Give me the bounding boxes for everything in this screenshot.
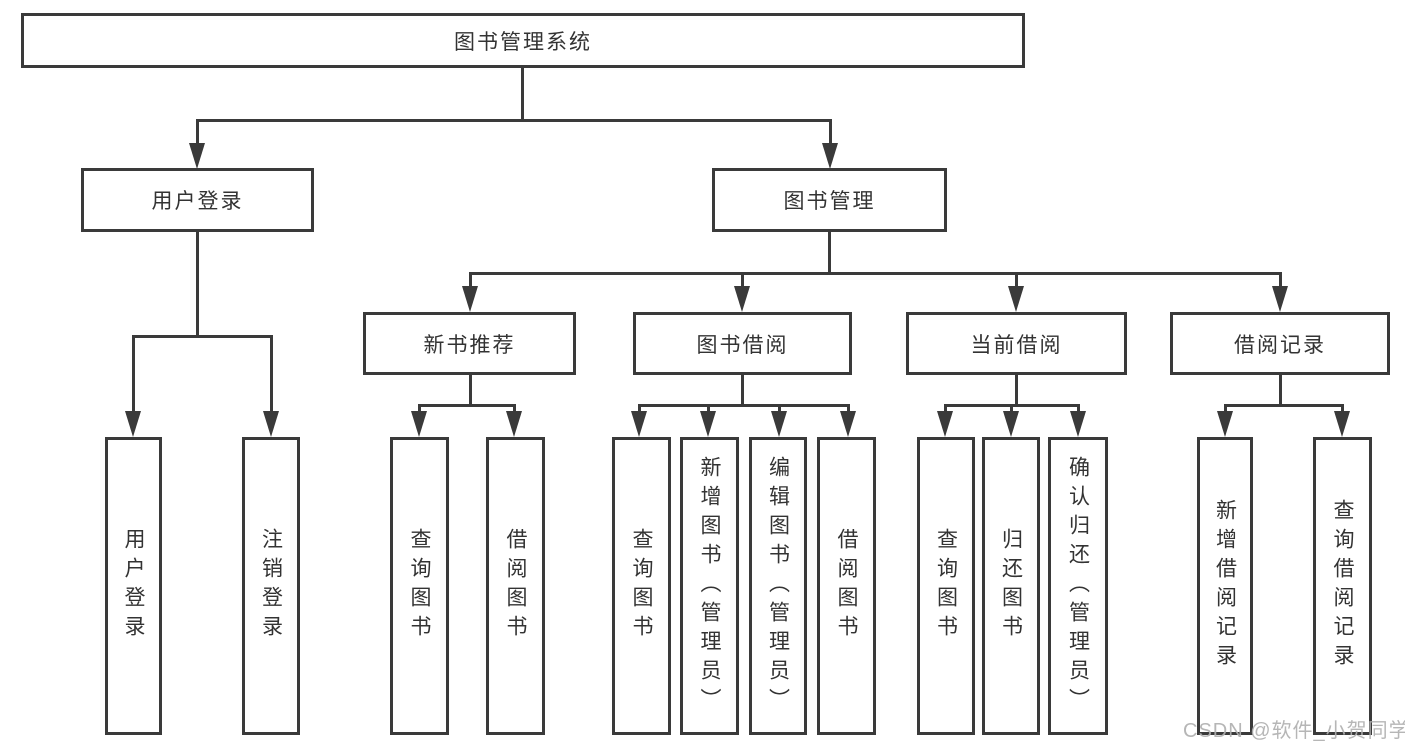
- connector-to-borrow-records: [1279, 272, 1282, 287]
- connector-to-user-login: [196, 119, 199, 146]
- arrow-down-borrow-records: [1272, 286, 1288, 312]
- arrow-down-user-login: [189, 143, 205, 169]
- connector-to-leaf-logout: [270, 335, 273, 412]
- connector-to-current-borrow: [1015, 272, 1018, 287]
- leaf-label: 新增借阅记录: [1213, 499, 1237, 673]
- arrow-down-leaf: [1070, 411, 1086, 437]
- connector-user-login-hbar: [132, 335, 273, 338]
- connector-book-management-hbar: [469, 272, 1282, 275]
- arrow-down-leaf: [700, 411, 716, 437]
- leaf-confirm-return-admin: 确认归还（管理员）: [1048, 437, 1108, 735]
- leaf-logout: 注销登录: [242, 437, 300, 735]
- arrow-down-current-borrow: [1008, 286, 1024, 312]
- leaf-query-borrow-record: 查询借阅记录: [1313, 437, 1372, 735]
- connector-to-leaf: [1224, 404, 1227, 412]
- leaf-label: 查询图书: [934, 528, 958, 644]
- node-book-management: 图书管理: [712, 168, 947, 232]
- connector-to-leaf: [847, 404, 850, 412]
- node-label: 借阅记录: [1234, 333, 1326, 357]
- connector-to-leaf: [418, 404, 421, 412]
- leaf-add-book-admin: 新增图书（管理员）: [680, 437, 739, 735]
- leaf-label: 确认归还（管理员）: [1066, 455, 1090, 717]
- connector-to-leaf: [638, 404, 641, 412]
- node-new-book-recommend: 新书推荐: [363, 312, 576, 375]
- arrow-down-leaf-user-login: [125, 411, 141, 437]
- leaf-edit-book-admin: 编辑图书（管理员）: [749, 437, 807, 735]
- connector-new-book-recommend-stem: [469, 373, 472, 405]
- connector-book-borrow-stem: [741, 373, 744, 405]
- node-book-borrow: 图书借阅: [633, 312, 852, 375]
- node-label: 用户登录: [151, 190, 244, 213]
- leaf-add-borrow-record: 新增借阅记录: [1197, 437, 1253, 735]
- connector-to-leaf: [1077, 404, 1080, 412]
- arrow-down-leaf: [1003, 411, 1019, 437]
- arrow-down-leaf: [771, 411, 787, 437]
- arrow-down-leaf: [937, 411, 953, 437]
- connector-to-leaf: [944, 404, 947, 412]
- arrow-down-leaf-logout: [263, 411, 279, 437]
- arrow-down-book-borrow: [734, 286, 750, 312]
- arrow-down-book-management: [822, 143, 838, 169]
- arrow-down-leaf: [1334, 411, 1350, 437]
- root-node-label: 图书管理系统: [454, 30, 592, 54]
- connector-to-book-borrow: [741, 272, 744, 287]
- leaf-borrow-books-recommend: 借阅图书: [486, 437, 545, 735]
- node-borrow-records: 借阅记录: [1170, 312, 1390, 375]
- connector-to-leaf: [1341, 404, 1344, 412]
- arrow-down-leaf: [840, 411, 856, 437]
- leaf-borrow-books: 借阅图书: [817, 437, 876, 735]
- connector-root-stem: [521, 66, 524, 120]
- arrow-down-leaf: [631, 411, 647, 437]
- node-label: 图书借阅: [696, 333, 789, 357]
- connector-to-leaf: [1010, 404, 1013, 412]
- arrow-down-leaf: [1217, 411, 1233, 437]
- leaf-label: 新增图书（管理员）: [698, 455, 721, 717]
- leaf-query-books-current: 查询图书: [917, 437, 975, 735]
- connector-to-leaf: [707, 404, 710, 412]
- connector-to-leaf: [513, 404, 516, 412]
- connector-borrow-records-stem: [1279, 373, 1282, 405]
- node-user-login: 用户登录: [81, 168, 314, 232]
- connector-user-login-stem: [196, 230, 199, 336]
- arrow-down-leaf: [506, 411, 522, 437]
- connector-root-hbar: [196, 119, 832, 122]
- leaf-return-book: 归还图书: [982, 437, 1040, 735]
- arrow-down-new-book-recommend: [462, 286, 478, 312]
- leaf-label: 查询借阅记录: [1331, 499, 1354, 673]
- leaf-label: 借阅图书: [835, 528, 858, 644]
- leaf-label: 注销登录: [259, 528, 283, 644]
- leaf-label: 归还图书: [999, 528, 1023, 644]
- leaf-label: 借阅图书: [504, 528, 527, 644]
- leaf-label: 查询图书: [408, 528, 431, 644]
- leaf-query-books-recommend: 查询图书: [390, 437, 449, 735]
- leaf-label: 用户登录: [122, 528, 145, 644]
- root-node: 图书管理系统: [21, 13, 1025, 68]
- connector-book-borrow-hbar: [638, 404, 850, 407]
- node-label: 当前借阅: [970, 333, 1063, 357]
- watermark-text: CSDN @软件_小贺同学: [1183, 720, 1405, 742]
- connector-current-borrow-stem: [1015, 373, 1018, 405]
- node-label: 新书推荐: [423, 333, 516, 357]
- arrow-down-leaf: [411, 411, 427, 437]
- connector-to-leaf-user-login: [132, 335, 135, 412]
- leaf-label: 查询图书: [630, 528, 653, 644]
- connector-to-book-management: [829, 119, 832, 146]
- leaf-query-books-borrow: 查询图书: [612, 437, 671, 735]
- node-current-borrow: 当前借阅: [906, 312, 1127, 375]
- leaf-label: 编辑图书（管理员）: [766, 455, 790, 717]
- connector-book-management-stem: [828, 230, 831, 273]
- connector-borrow-records-hbar: [1224, 404, 1344, 407]
- connector-new-book-recommend-hbar: [418, 404, 516, 407]
- leaf-user-login: 用户登录: [105, 437, 162, 735]
- connector-to-new-book-recommend: [469, 272, 472, 287]
- node-label: 图书管理: [783, 190, 876, 213]
- connector-to-leaf: [778, 404, 781, 412]
